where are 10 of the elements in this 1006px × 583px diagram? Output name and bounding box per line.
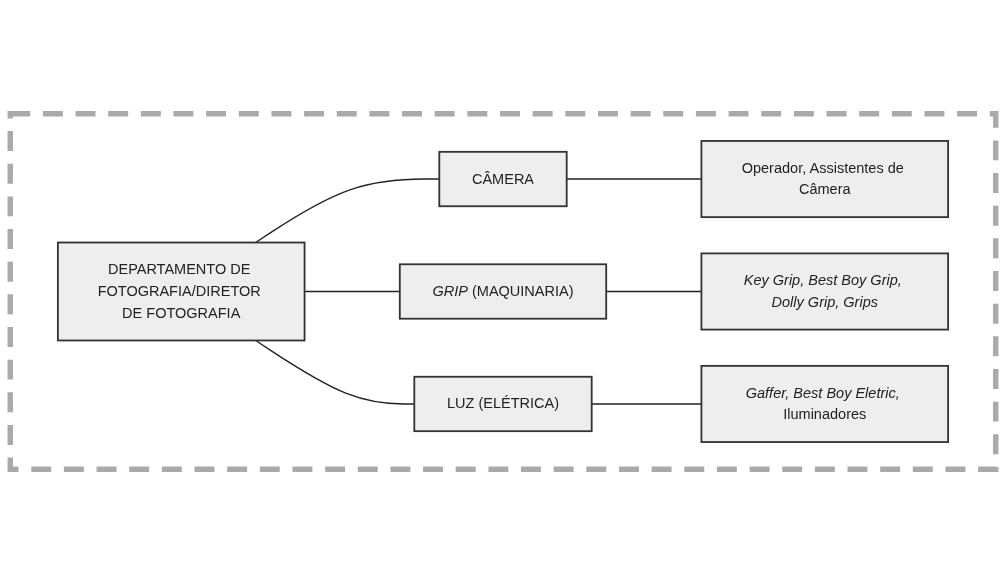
node-box: Operador, Assistentes de Câmera — [700, 140, 950, 219]
node-box: Gaffer, Best Boy Eletric, Iluminadores — [700, 364, 950, 443]
connector — [255, 339, 415, 405]
connector — [255, 178, 440, 244]
cluster — [7, 111, 999, 472]
node-box: GRIP (MAQUINARIA) — [398, 263, 608, 320]
node-box: LUZ (ELÉTRICA) — [413, 375, 593, 433]
node-box: DEPARTAMENTO DE FOTOGRAFIA/DIRETOR DE FOTOGRAFIA — [56, 241, 306, 342]
node-box: Key Grip, Best Boy Grip, Dolly Grip, Grips — [700, 252, 950, 331]
node-box: CÂMERA — [438, 150, 568, 208]
